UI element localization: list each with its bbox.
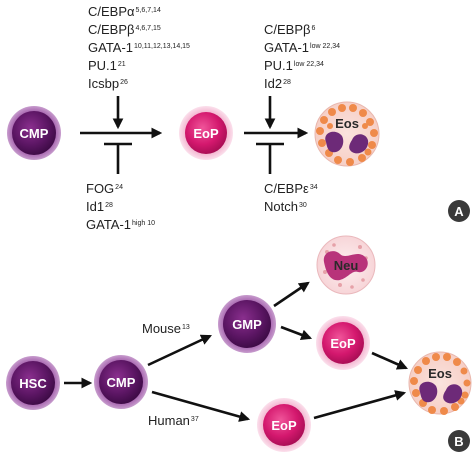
cell-eop-a: EoP: [179, 106, 233, 160]
cell-label: EoP: [193, 126, 219, 141]
cell-label: HSC: [19, 376, 47, 391]
arrow-cmp-to-eop-human: [151, 390, 251, 422]
factor-cebpb-right: C/EBPβ6: [264, 22, 316, 37]
cell-neu: Neu: [316, 235, 376, 295]
cell-eop-b-top: EoP: [316, 316, 370, 370]
arrow-gmp-to-eop: [280, 325, 313, 341]
granules: [410, 353, 471, 415]
arrow-gmp-to-neu: [273, 281, 310, 308]
svg-text:B: B: [454, 434, 463, 449]
cell-label: CMP: [107, 375, 136, 390]
inhibitor-gata1-high: GATA-1high 10: [86, 217, 155, 232]
cell-label: Eos: [335, 116, 359, 131]
cell-eop-b-bottom: EoP: [257, 398, 311, 452]
inhibit-bar-right: [256, 142, 284, 174]
factor-pu1: PU.121: [88, 58, 126, 73]
inhibitor-notch: Notch30: [264, 199, 307, 214]
factor-gata1-low: GATA-1low 22,34: [264, 40, 340, 55]
cell-label: Neu: [334, 258, 359, 273]
cell-cmp-b: CMP: [94, 355, 148, 409]
arrow-eop-bottom-to-eos: [313, 390, 407, 420]
inhibitor-id1: Id128: [86, 199, 113, 214]
label-mouse: Mouse13: [142, 321, 190, 336]
cell-label: EoP: [330, 336, 356, 351]
cell-label: EoP: [271, 418, 297, 433]
cell-eos-b: Eos: [408, 351, 472, 415]
cell-cmp-a: CMP: [7, 106, 61, 160]
factor-pu1-low: PU.1low 22,34: [264, 58, 324, 73]
factor-gata1: GATA-110,11,12,13,14,15: [88, 40, 190, 55]
cell-label: Eos: [428, 366, 452, 381]
svg-text:A: A: [454, 204, 464, 219]
cell-label: CMP: [20, 126, 49, 141]
cell-eos-a: Eos: [314, 101, 380, 167]
cell-label: GMP: [232, 317, 262, 332]
inhibitor-fog: FOG24: [86, 181, 123, 196]
cell-hsc: HSC: [6, 356, 60, 410]
panel-a-marker: A: [448, 200, 470, 222]
arrow-eop-top-to-eos: [371, 351, 408, 370]
factor-icsbp: Icsbp26: [88, 76, 128, 91]
inhibitor-cebpe: C/EBPε34: [264, 181, 318, 196]
factor-id2: Id228: [264, 76, 291, 91]
panel-b-marker: B: [448, 430, 470, 452]
inhibit-bar-left: [104, 142, 132, 174]
cell-gmp: GMP: [218, 295, 276, 353]
factor-cebpa: C/EBPα5,6,7,14: [88, 4, 161, 19]
label-human: Human37: [148, 413, 199, 428]
arrow-cmp-to-gmp: [147, 334, 212, 367]
factor-cebpb: C/EBPβ4,6,7,15: [88, 22, 161, 37]
